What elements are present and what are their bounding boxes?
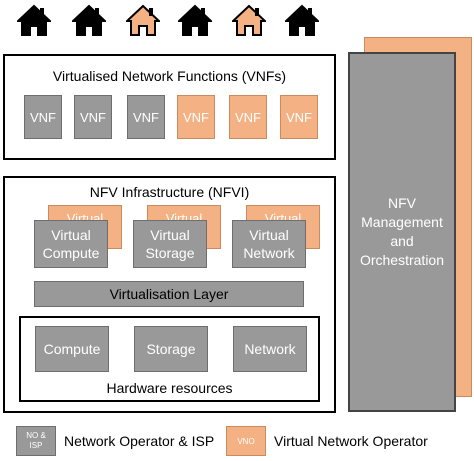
vnf-label: VNF (80, 109, 106, 125)
hardware-resource-label: Network (244, 341, 296, 357)
virtual-resource-box: Virtual Network (232, 220, 306, 268)
hardware-resource-box: Network (233, 326, 307, 372)
mano-label: NFV Management and Orchestration (359, 195, 445, 268)
virtual-resource-label: Virtual Network (243, 227, 295, 261)
virtual-resource-label: Virtual Storage (145, 227, 195, 261)
vnf-box: VNF (24, 95, 62, 139)
legend-operator-swatch: NO & ISP (16, 426, 56, 456)
house-icon (70, 4, 108, 36)
vnf-box: VNF (127, 95, 165, 139)
vnf-label: VNF (133, 109, 159, 125)
vnfs-title: Virtualised Network Functions (VNFs) (52, 68, 287, 84)
legend-operator-swatch-text: NO & ISP (26, 431, 46, 450)
virtualisation-layer: Virtualisation Layer (34, 281, 304, 307)
hardware-resource-box: Compute (35, 326, 109, 372)
house-icon (283, 4, 321, 36)
vnf-label: VNF (30, 109, 56, 125)
legend-operator-label: Network Operator & ISP (64, 433, 215, 449)
vnf-box: VNF (280, 95, 318, 139)
house-icon (230, 4, 268, 36)
nfvi-title: NFV Infrastructure (NFVI) (89, 184, 250, 200)
vnfs-panel: Virtualised Network Functions (VNFs) VNF… (3, 54, 336, 160)
virtual-resource-box: Virtual Compute (34, 220, 108, 268)
vnf-label: VNF (286, 109, 312, 125)
house-icon (15, 4, 53, 36)
vnf-box: VNF (229, 95, 267, 139)
hardware-resource-box: Storage (134, 326, 208, 372)
hardware-resource-label: Storage (146, 341, 196, 357)
legend-virtual-label: Virtual Network Operator (274, 433, 428, 449)
virtual-resource-label: Virtual Compute (42, 227, 100, 261)
virtual-resource-box: Virtual Storage (133, 220, 207, 268)
hardware-panel: Compute Storage Network Hardware resources (19, 316, 320, 402)
house-icon (176, 4, 214, 36)
hardware-resource-label: Compute (43, 341, 101, 357)
vnf-box: VNF (177, 95, 215, 139)
legend-virtual-swatch: VNO (226, 426, 266, 456)
vnf-label: VNF (235, 109, 261, 125)
legend-virtual-swatch-text: VNO (237, 436, 255, 446)
vnf-label: VNF (183, 109, 209, 125)
mano-box: NFV Management and Orchestration (348, 52, 456, 412)
hardware-title: Hardware resources (106, 380, 233, 396)
house-icon (124, 4, 162, 36)
virtualisation-layer-label: Virtualisation Layer (109, 286, 229, 302)
vnf-box: VNF (74, 95, 112, 139)
